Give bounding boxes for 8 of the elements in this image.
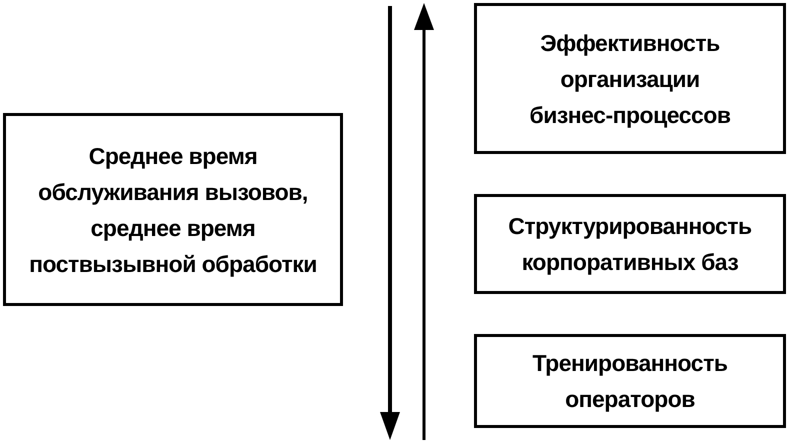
box-text: Среднее время обслуживания вызовов, среднее время поствызывной обработки (28, 142, 318, 279)
text-box (474, 194, 786, 294)
text-box (474, 334, 786, 428)
box-text: Тренированность операторов (532, 349, 728, 414)
text-box (474, 3, 786, 154)
box-text: Эффективность организации бизнес-процессов (528, 28, 732, 130)
box-text: Структурированность корпоративных баз (507, 212, 753, 277)
text-box (3, 113, 343, 306)
